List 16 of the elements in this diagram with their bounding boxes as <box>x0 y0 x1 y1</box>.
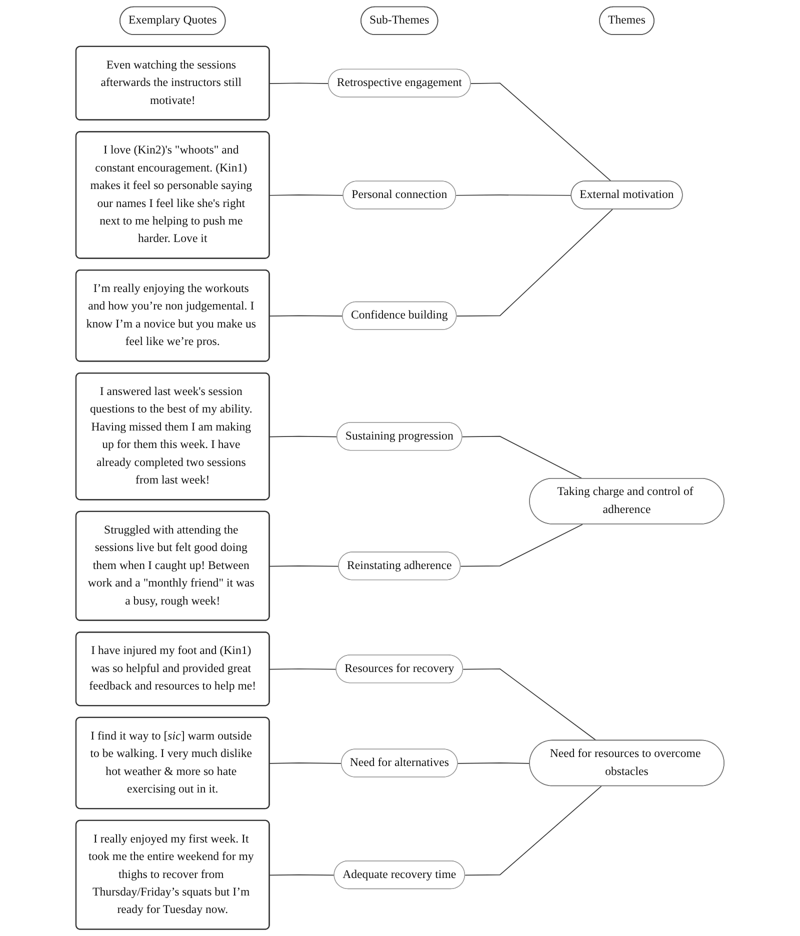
connector <box>462 436 583 480</box>
connector <box>470 82 612 182</box>
connector <box>456 194 572 196</box>
connector <box>462 668 597 742</box>
connector <box>269 762 342 764</box>
connector <box>269 874 335 876</box>
connector <box>269 82 330 84</box>
connector <box>269 194 344 196</box>
connector <box>269 315 344 316</box>
connector <box>269 668 337 670</box>
connector <box>464 786 602 876</box>
connector <box>457 762 530 764</box>
connector <box>269 565 340 567</box>
connector <box>456 208 613 316</box>
connector <box>269 436 338 438</box>
connector <box>460 524 583 567</box>
